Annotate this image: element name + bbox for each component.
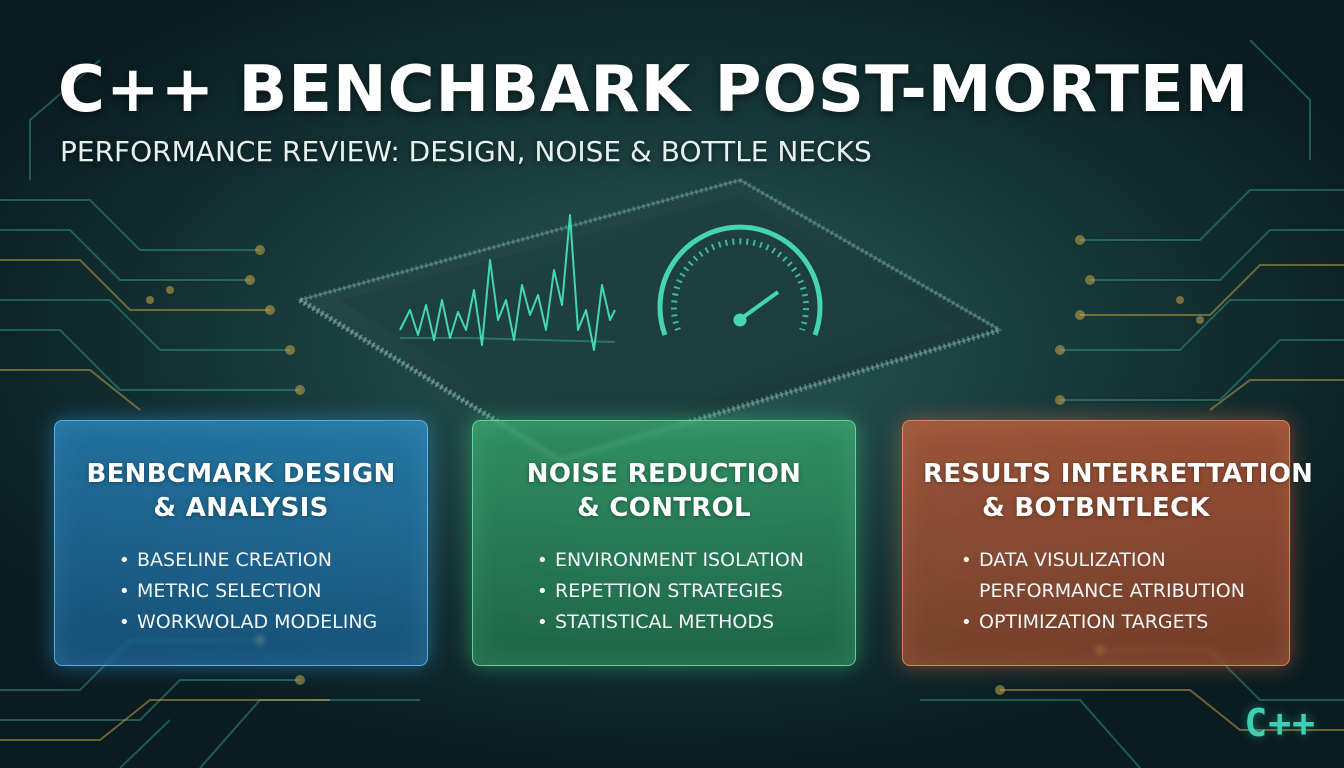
card-title-line-1: NOISE REDUCTION <box>526 459 802 489</box>
waveform-icon <box>399 214 616 351</box>
list-item-text: REPETTION STRATEGIES <box>555 580 783 602</box>
circuit-pads <box>146 235 1204 695</box>
card-title: BENBCMARK DESIGN & ANALYSIS <box>75 457 407 525</box>
bullet-icon: • <box>961 612 972 633</box>
card-title: NOISE REDUCTION & CONTROL <box>493 457 835 525</box>
card-title-line-2: & BOTBNTLECK <box>982 493 1210 523</box>
card-title-line-1: RESULTS INTERRETTATION <box>923 459 1314 489</box>
list-item-text: WORKWOLAD MODELING <box>137 611 378 633</box>
card-title-line-1: BENBCMARK DESIGN <box>86 459 396 489</box>
list-item: • STATISTICAL METHODS <box>537 607 835 638</box>
list-item-text: BASELINE CREATION <box>137 549 332 571</box>
bullet-list: • BASELINE CREATION • METRIC SELECTION • WO… <box>75 545 407 638</box>
list-item-text: METRIC SELECTION <box>137 580 322 602</box>
list-item-text: ENVIRONMENT ISOLATION <box>555 549 804 571</box>
results-interpretation-card: RESULTS INTERRETTATION & BOTBNTLECK • DAT… <box>902 420 1314 666</box>
list-item: • OPTIMIZATION TARGETS <box>961 607 1269 638</box>
noise-reduction-card: NOISE REDUCTION & CONTROL • ENVIRONMENT I… <box>472 420 856 666</box>
cpp-logo: C++ <box>1244 701 1316 745</box>
list-item: • ENVIRONMENT ISOLATION <box>537 545 835 576</box>
list-item: PERFORMANCE ATRIBUTION <box>961 576 1269 607</box>
card-title-line-2: & ANALYSIS <box>153 493 329 523</box>
list-item-text: DATA VISULIZATION <box>979 549 1166 571</box>
bullet-icon: • <box>537 612 548 633</box>
list-item-text: PERFORMANCE ATRIBUTION <box>979 580 1245 602</box>
benchmark-design-card: BENBCMARK DESIGN & ANALYSIS • BASELINE CR… <box>54 420 428 666</box>
bullet-icon: • <box>119 612 130 633</box>
card-title: RESULTS INTERRETTATION & BOTBNTLECK <box>923 457 1314 525</box>
bullet-list: • DATA VISULIZATION PERFORMANCE ATRIBUTIO… <box>923 545 1269 638</box>
list-item: • METRIC SELECTION <box>119 576 407 607</box>
list-item: • DATA VISULIZATION <box>961 545 1269 576</box>
bullet-icon: • <box>119 581 130 602</box>
list-item-text: OPTIMIZATION TARGETS <box>979 611 1209 633</box>
cpu-chip-icon <box>297 177 1003 463</box>
circuit-traces-left-gold <box>0 259 330 741</box>
bullet-icon: • <box>537 550 548 571</box>
list-item: • REPETTION STRATEGIES <box>537 576 835 607</box>
list-item: • WORKWOLAD MODELING <box>119 607 407 638</box>
list-item-text: STATISTICAL METHODS <box>555 611 775 633</box>
circuit-traces-right <box>920 39 1344 768</box>
page-title: C++ BENCHBARK POST-MORTEM <box>58 53 1250 127</box>
bullet-icon: • <box>961 550 972 571</box>
list-item: • BASELINE CREATION <box>119 545 407 576</box>
speedometer-gauge-icon <box>657 224 823 336</box>
bullet-icon: • <box>119 550 130 571</box>
card-title-line-2: & CONTROL <box>577 493 751 523</box>
bullet-icon: • <box>537 581 548 602</box>
bullet-list: • ENVIRONMENT ISOLATION • REPETTION STRATE… <box>493 545 835 638</box>
page-subtitle: PERFORMANCE REVIEW: DESIGN, NOISE & BOTT… <box>60 135 872 168</box>
circuit-traces-right-gold <box>1000 264 1344 731</box>
